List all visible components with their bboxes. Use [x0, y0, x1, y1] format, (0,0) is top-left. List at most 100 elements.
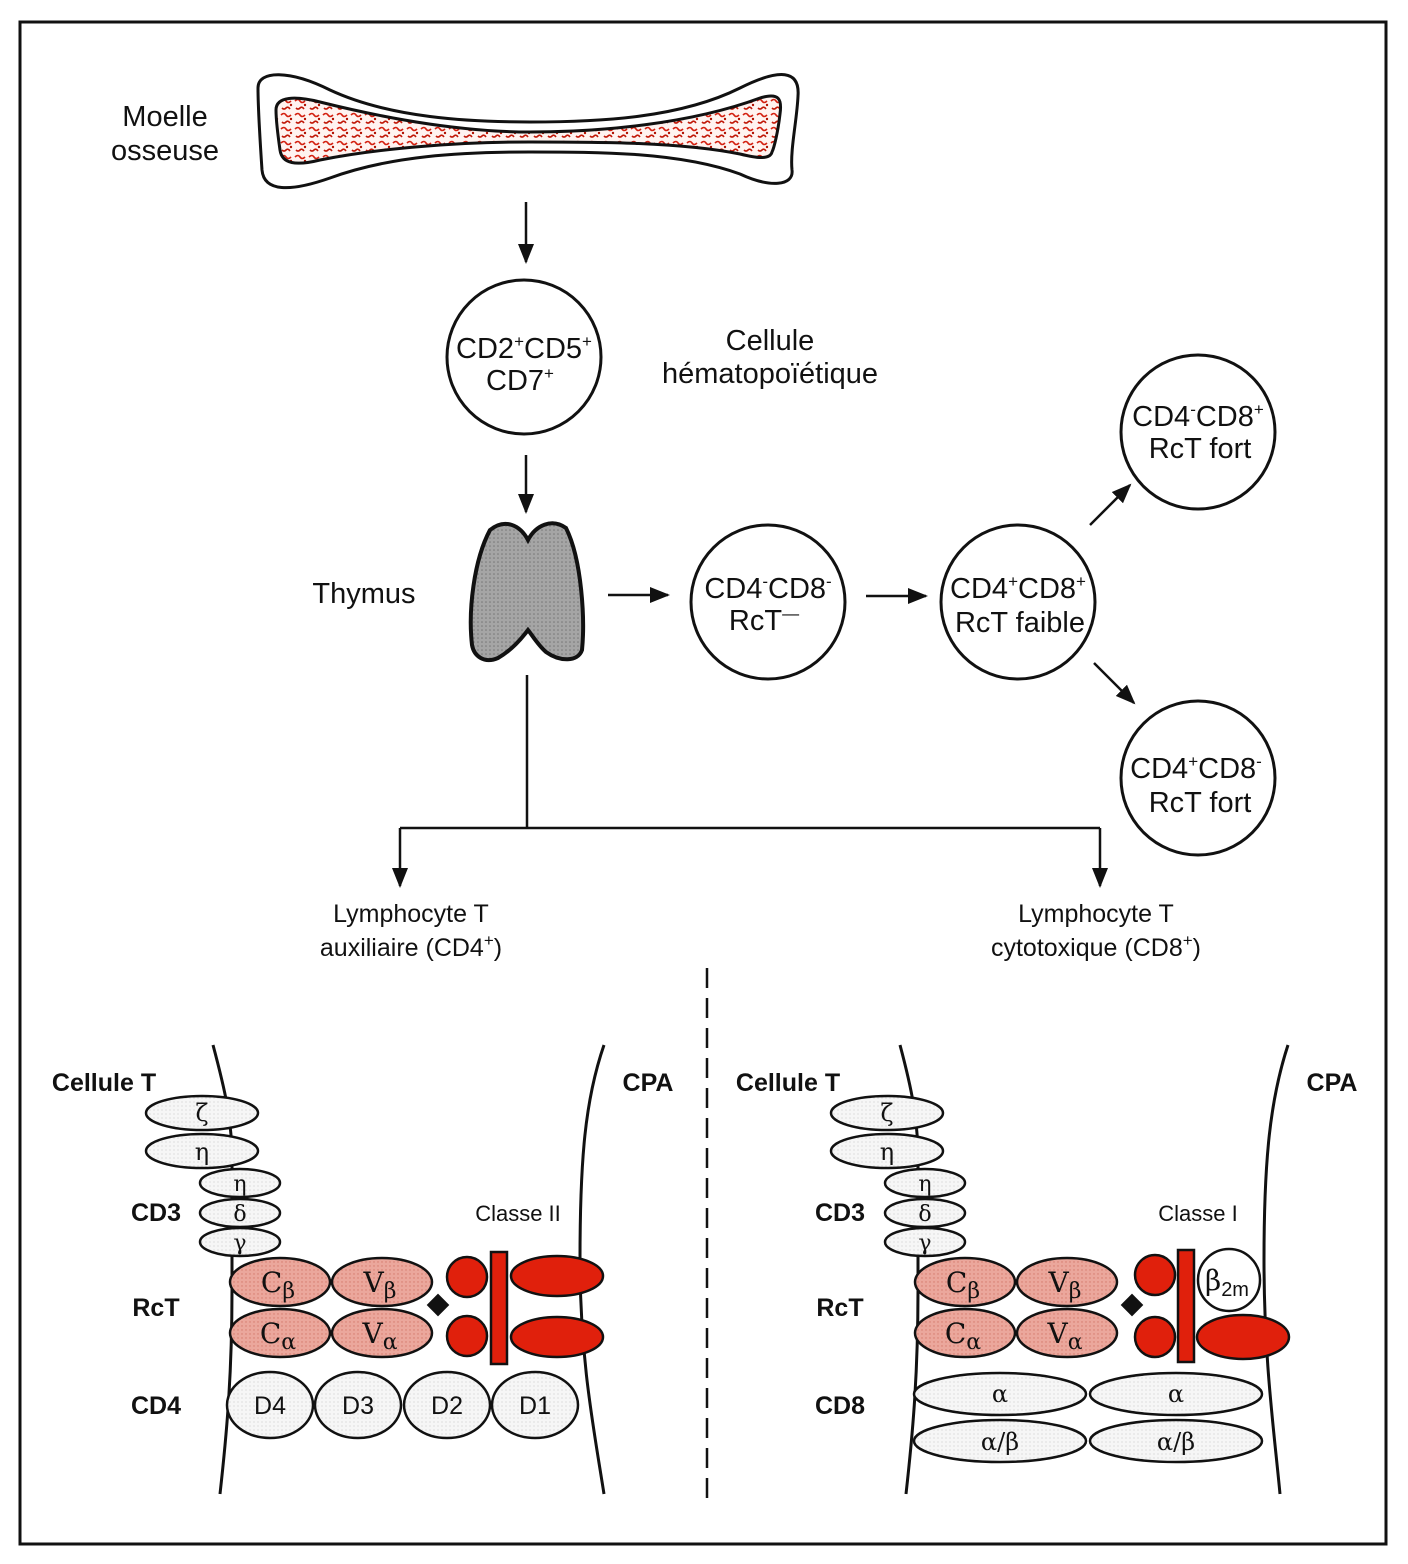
tcr-label-right: RcT [816, 1294, 863, 1322]
mhc-ii-stalk [489, 1250, 509, 1366]
cd4-domain-d3 [313, 1370, 403, 1440]
tcr-label: RcT [132, 1294, 179, 1322]
cd3-gamma-chain-right [883, 1226, 967, 1258]
tcr-c-alpha-label-right: Cα [945, 1317, 981, 1355]
tcr-v-beta-right [1015, 1256, 1119, 1308]
cd3-gamma-symbol: γ [233, 1231, 246, 1256]
cytotoxic-t-cell-label-line1: Lymphocyte T [1018, 900, 1174, 928]
tcr-c-alpha-right [913, 1307, 1017, 1359]
mhc-i-ellipse [1195, 1313, 1291, 1361]
cd3-eta-chain-2 [198, 1167, 282, 1199]
cd4-single-positive-tcr: RcT fort [1149, 787, 1252, 819]
cd4-domain-d1 [490, 1370, 580, 1440]
tcr-v-alpha-label: Vα [361, 1317, 397, 1355]
cd8-alpha-beta-label-2: α/β [1157, 1428, 1195, 1456]
mhc-i-domain-top [1133, 1253, 1177, 1297]
cd3-eta-symbol-2: η [233, 1172, 246, 1197]
cd3-zeta-symbol-right: ζ [880, 1099, 893, 1127]
left-panel-cd4-synapse: Cellule T CPA CD3 RcT CD4 Classe II ζ η … [52, 1044, 674, 1495]
cd8-single-positive-markers: CD4-CD8+ [1132, 400, 1264, 433]
stem-cell-label-line2: hématopoïétique [662, 358, 878, 390]
helper-t-cell-label-line2: auxiliaire (CD4+) [320, 931, 502, 962]
right-panel-cd8-synapse: Cellule T CPA CD3 RcT CD8 Classe I ζ η η… [736, 1044, 1358, 1495]
thymus-label: Thymus [312, 578, 415, 610]
beta2-microglobulin [1196, 1247, 1262, 1313]
cd8-single-positive-cell [1119, 353, 1277, 511]
tcr-c-alpha [228, 1307, 332, 1359]
marrow-cavity [274, 94, 783, 165]
apc-membrane-right [1262, 1044, 1290, 1495]
mhc-class-ii-label: Classe II [475, 1201, 561, 1226]
cd4-domain-d2-label: D2 [431, 1392, 463, 1420]
arrow-to-cd4-single-positive [1093, 662, 1136, 705]
cd8-alpha-beta-label-1: α/β [981, 1428, 1019, 1456]
cd3-eta-symbol-1-right: η [880, 1138, 894, 1166]
mhc-i-domain-bottom [1133, 1315, 1177, 1359]
beta2-microglobulin-label: β2m [1205, 1264, 1249, 1301]
tcr-c-beta-label-right: Cβ [946, 1266, 980, 1304]
stem-cell-markers-line2: CD7+ [486, 364, 554, 397]
cd3-eta-symbol-2-right: η [918, 1172, 931, 1197]
t-cell-membrane [211, 1044, 234, 1495]
cd4-domain-d2 [402, 1370, 492, 1440]
cd3-eta-chain-2-right [883, 1167, 967, 1199]
mhc-ii-domain-top [445, 1255, 489, 1299]
t-cell-label: Cellule T [52, 1069, 156, 1097]
cytotoxic-t-cell-label-line2: cytotoxique (CD8+) [991, 931, 1201, 962]
cd8-label: CD8 [815, 1392, 865, 1420]
cd4-domain-d1-label: D1 [519, 1392, 551, 1420]
antigen-peptide-right [1120, 1293, 1144, 1317]
cd8-alpha-beta-chain-1 [912, 1418, 1088, 1464]
bone-marrow-label-line1: Moelle [122, 101, 207, 133]
thymus-icon [468, 521, 586, 663]
tcr-v-beta-label-right: Vβ [1048, 1266, 1082, 1304]
antigen-peptide [426, 1293, 450, 1317]
cd4-single-positive-cell [1119, 699, 1277, 857]
stem-cell-markers-line1: CD2+CD5+ [456, 332, 592, 365]
double-positive-cell [939, 523, 1097, 681]
tcr-v-beta [330, 1256, 434, 1308]
cd3-zeta-chain [144, 1094, 260, 1132]
cd3-delta-symbol: δ [233, 1202, 246, 1227]
apc-label-right: CPA [1307, 1069, 1358, 1097]
double-negative-cell [689, 523, 847, 681]
cd3-gamma-symbol-right: γ [918, 1231, 931, 1256]
mhc-ii-ellipse-top [509, 1254, 605, 1298]
bone-marrow-label-line2: osseuse [111, 135, 219, 167]
cd8-single-positive-tcr: RcT fort [1149, 433, 1252, 465]
apc-label: CPA [623, 1069, 674, 1097]
mhc-ii-domain-bottom [445, 1314, 489, 1358]
cd3-zeta-symbol: ζ [195, 1099, 208, 1127]
mhc-class-i-label: Classe I [1158, 1201, 1237, 1226]
cd8-alpha-label-1: α [992, 1380, 1008, 1408]
cd4-domain-d3-label: D3 [342, 1392, 374, 1420]
cd3-label: CD3 [131, 1199, 181, 1227]
arrow-to-cd8-single-positive [1089, 483, 1132, 526]
stem-cell-label-line1: Cellule [726, 325, 815, 357]
double-positive-tcr: RcT faible [955, 607, 1085, 639]
cd3-zeta-chain-right [829, 1094, 945, 1132]
tcr-v-alpha-label-right: Vα [1046, 1317, 1082, 1355]
cd8-alpha-chain-1 [912, 1371, 1088, 1417]
double-negative-tcr: RcT— [729, 604, 799, 637]
cd3-eta-symbol-1: η [195, 1138, 209, 1166]
tcr-v-beta-label: Vβ [363, 1266, 397, 1304]
tcr-c-alpha-label: Cα [260, 1317, 296, 1355]
tcr-v-alpha [330, 1307, 434, 1359]
cd3-delta-symbol-right: δ [918, 1202, 931, 1227]
figure-frame [18, 20, 1388, 1546]
bone-marrow-illustration [256, 73, 800, 190]
t-cell-label-right: Cellule T [736, 1069, 840, 1097]
cd3-label-right: CD3 [815, 1199, 865, 1227]
mhc-ii-ellipse-bottom [509, 1315, 605, 1359]
thymus-branch-connector [392, 675, 1108, 888]
double-negative-markers: CD4-CD8- [704, 572, 831, 605]
cd4-domain-d4 [225, 1370, 315, 1440]
cd3-eta-chain-1 [144, 1132, 260, 1170]
cd3-gamma-chain [198, 1226, 282, 1258]
cd8-alpha-beta-chain-2 [1088, 1418, 1264, 1464]
tcr-c-beta [228, 1256, 332, 1308]
mhc-i-stalk [1176, 1248, 1196, 1364]
tcr-c-beta-label: Cβ [261, 1266, 295, 1304]
